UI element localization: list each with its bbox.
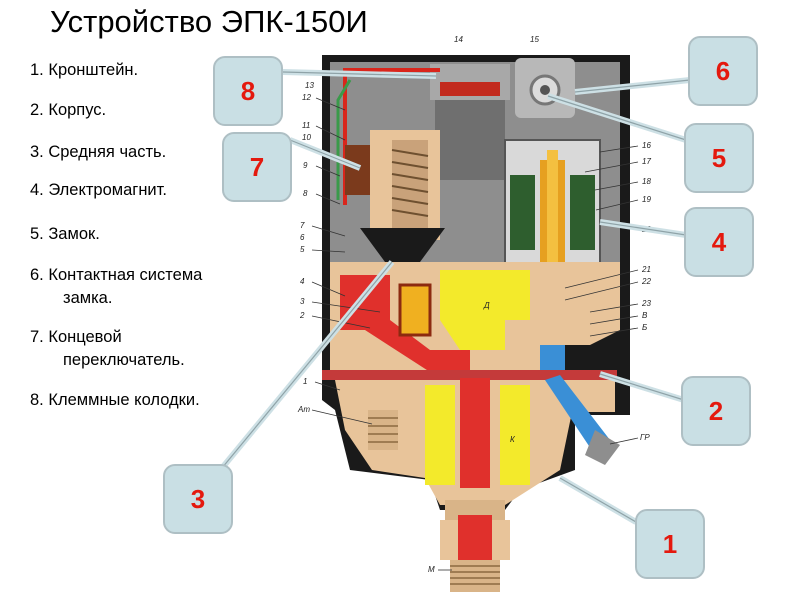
- dwg-label-22: 22: [641, 277, 651, 286]
- dwg-label-6: 6: [300, 233, 305, 242]
- dwg-label-12: 12: [302, 93, 311, 102]
- threaded-plug: [368, 410, 398, 450]
- dwg-label-10: 10: [302, 133, 311, 142]
- legend-item-1: 1. Кронштейн.: [30, 61, 139, 79]
- callout-7: 7: [222, 132, 292, 202]
- legend-item-3: 3. Средняя часть.: [30, 143, 167, 161]
- legend-item-6-cont: замка.: [63, 289, 113, 307]
- dwg-label-b: Б: [642, 323, 647, 332]
- piston: [360, 228, 445, 262]
- dwg-label-4: 4: [300, 277, 305, 286]
- dwg-label-2: 2: [299, 311, 305, 320]
- dwg-label-3: 3: [300, 297, 305, 306]
- dwg-label-9: 9: [303, 161, 308, 170]
- coil-right: [570, 175, 595, 250]
- dwg-label-18: 18: [642, 177, 651, 186]
- dwg-label-17: 17: [642, 157, 651, 166]
- dwg-label-7: 7: [300, 221, 305, 230]
- chamber-k-right: [500, 385, 530, 485]
- dwg-label-at: Ат: [297, 405, 310, 414]
- dwg-label-d: Д: [483, 301, 490, 310]
- callout-3: 3: [163, 464, 233, 534]
- callout-1: 1: [635, 509, 705, 579]
- chamber-d: [440, 270, 530, 350]
- wire-green: [336, 79, 352, 200]
- gasket: [322, 370, 617, 380]
- channel-middle: [340, 275, 470, 372]
- legend-item-6: 6. Контактная система: [30, 266, 203, 284]
- callout-8: 8: [213, 56, 283, 126]
- legend-item-4: 4. Электромагнит.: [30, 181, 167, 199]
- callout-6: 6: [688, 36, 758, 106]
- page-title: Устройство ЭПК-150И: [50, 4, 368, 39]
- dwg-label-15: 15: [530, 35, 539, 44]
- legend-item-7: 7. Концевой: [30, 328, 122, 346]
- legend-item-5: 5. Замок.: [30, 225, 100, 243]
- dwg-label-gr: ГР: [640, 433, 650, 442]
- dwg-label-13: 13: [305, 81, 314, 90]
- dwg-label-16: 16: [642, 141, 651, 150]
- dwg-label-k: К: [510, 435, 516, 444]
- legend-item-2: 2. Корпус.: [30, 101, 107, 119]
- channel-lower: [460, 378, 490, 488]
- valve-seat: [398, 283, 432, 337]
- dwg-label-23: 23: [641, 299, 651, 308]
- dwg-label-21: 21: [641, 265, 651, 274]
- chamber-k-left: [425, 385, 455, 485]
- dwg-label-v: В: [642, 311, 648, 320]
- dwg-label-11: 11: [302, 121, 310, 130]
- blue-valve: [540, 345, 565, 370]
- legend-item-7-cont: переключатель.: [63, 351, 185, 369]
- dwg-label-1: 1: [303, 377, 307, 386]
- callout-5: 5: [684, 123, 754, 193]
- dwg-label-8: 8: [303, 189, 308, 198]
- dwg-label-14: 14: [454, 35, 463, 44]
- callout-2: 2: [681, 376, 751, 446]
- dwg-label-19: 19: [642, 195, 651, 204]
- legend-item-8: 8. Клеммные колодки.: [30, 391, 200, 409]
- dwg-label-5: 5: [300, 245, 305, 254]
- switch-block: [435, 100, 505, 180]
- callout-4: 4: [684, 207, 754, 277]
- coil-left: [510, 175, 535, 250]
- dwg-label-m: М: [428, 565, 435, 574]
